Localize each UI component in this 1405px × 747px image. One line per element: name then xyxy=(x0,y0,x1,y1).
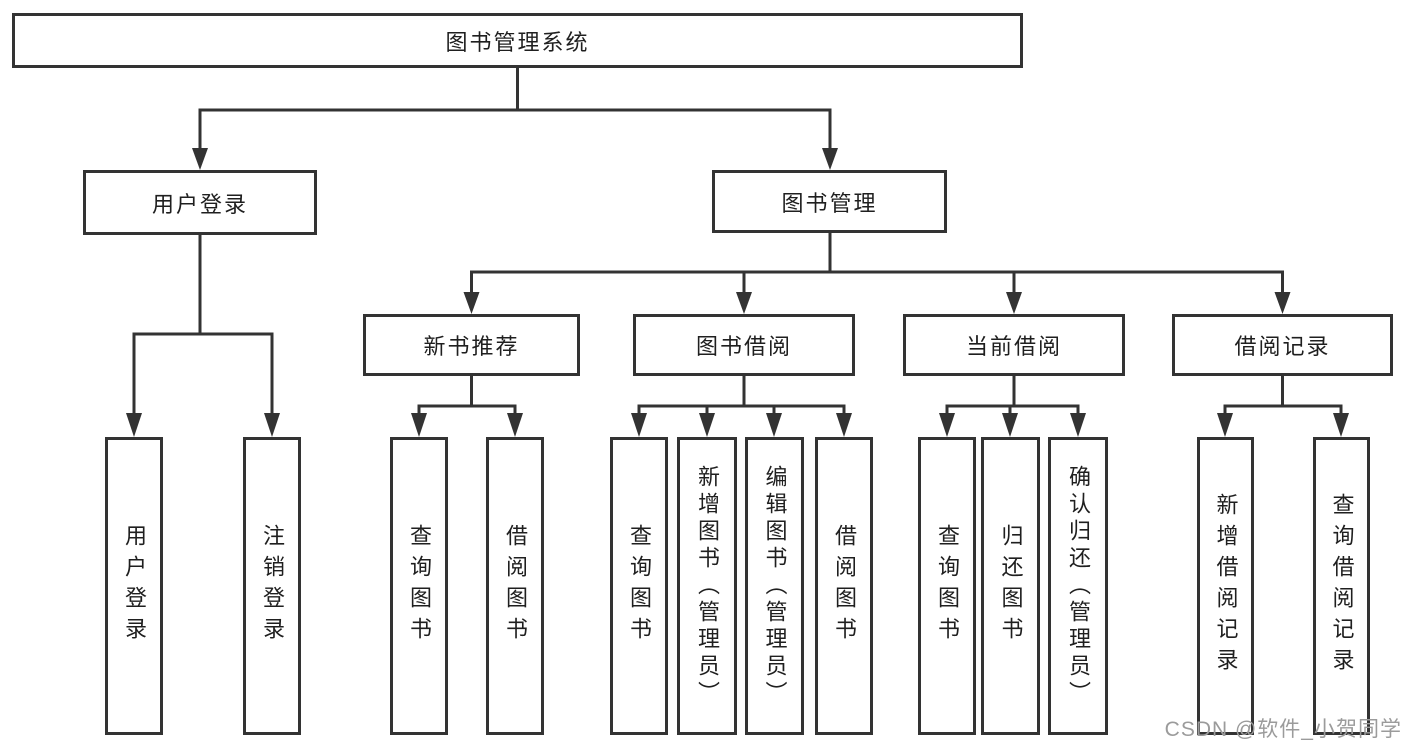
leaf-query-books-3-label: 查询图书 xyxy=(935,524,960,648)
leaf-add-borrow-record-label: 新增借阅记录 xyxy=(1213,493,1239,679)
leaf-add-book-admin-label: 新增图书（管理员） xyxy=(695,464,720,708)
leaf-edit-book-admin-label: 编辑图书（管理员） xyxy=(762,464,788,708)
node-borrowing-records: 借阅记录 xyxy=(1172,314,1393,376)
leaf-query-books-2-label: 查询图书 xyxy=(627,524,652,648)
node-user-login-label: 用户登录 xyxy=(151,191,248,217)
node-borrowing-records-label: 借阅记录 xyxy=(1234,334,1331,359)
leaf-borrow-books-2: 借阅图书 xyxy=(815,437,873,735)
node-user-login: 用户登录 xyxy=(83,170,317,235)
leaf-confirm-return-admin: 确认归还（管理员） xyxy=(1048,437,1108,735)
node-book-borrowing: 图书借阅 xyxy=(633,314,855,376)
leaf-logout: 注销登录 xyxy=(243,437,301,735)
node-book-management: 图书管理 xyxy=(712,170,947,233)
leaf-edit-book-admin: 编辑图书（管理员） xyxy=(745,437,804,735)
leaf-logout-label: 注销登录 xyxy=(260,524,285,648)
leaf-query-books-1: 查询图书 xyxy=(390,437,448,735)
leaf-add-book-admin: 新增图书（管理员） xyxy=(677,437,737,735)
leaf-return-book-label: 归还图书 xyxy=(998,524,1024,648)
leaf-confirm-return-admin-label: 确认归还（管理员） xyxy=(1066,464,1091,708)
node-new-book-recommend-label: 新书推荐 xyxy=(423,334,520,359)
leaf-user-login: 用户登录 xyxy=(105,437,163,735)
node-new-book-recommend: 新书推荐 xyxy=(363,314,580,376)
csdn-watermark: CSDN @软件_小贺同学 xyxy=(1164,718,1402,741)
leaf-user-login-label: 用户登录 xyxy=(122,524,147,648)
node-root: 图书管理系统 xyxy=(12,13,1023,68)
leaf-query-books-2: 查询图书 xyxy=(610,437,668,735)
leaf-borrow-books-1: 借阅图书 xyxy=(486,437,544,735)
node-book-borrowing-label: 图书借阅 xyxy=(695,334,792,359)
leaf-query-borrow-record-label: 查询借阅记录 xyxy=(1329,493,1355,679)
node-book-management-label: 图书管理 xyxy=(781,190,878,216)
leaf-return-book: 归还图书 xyxy=(981,437,1040,735)
leaf-add-borrow-record: 新增借阅记录 xyxy=(1197,437,1254,735)
node-current-borrowing: 当前借阅 xyxy=(903,314,1125,376)
leaf-query-borrow-record: 查询借阅记录 xyxy=(1313,437,1370,735)
node-current-borrowing-label: 当前借阅 xyxy=(965,334,1062,359)
leaf-borrow-books-1-label: 借阅图书 xyxy=(503,524,528,648)
leaf-query-books-3: 查询图书 xyxy=(918,437,976,735)
node-root-label: 图书管理系统 xyxy=(445,29,590,55)
leaf-query-books-1-label: 查询图书 xyxy=(407,524,432,648)
leaf-borrow-books-2-label: 借阅图书 xyxy=(832,524,857,648)
